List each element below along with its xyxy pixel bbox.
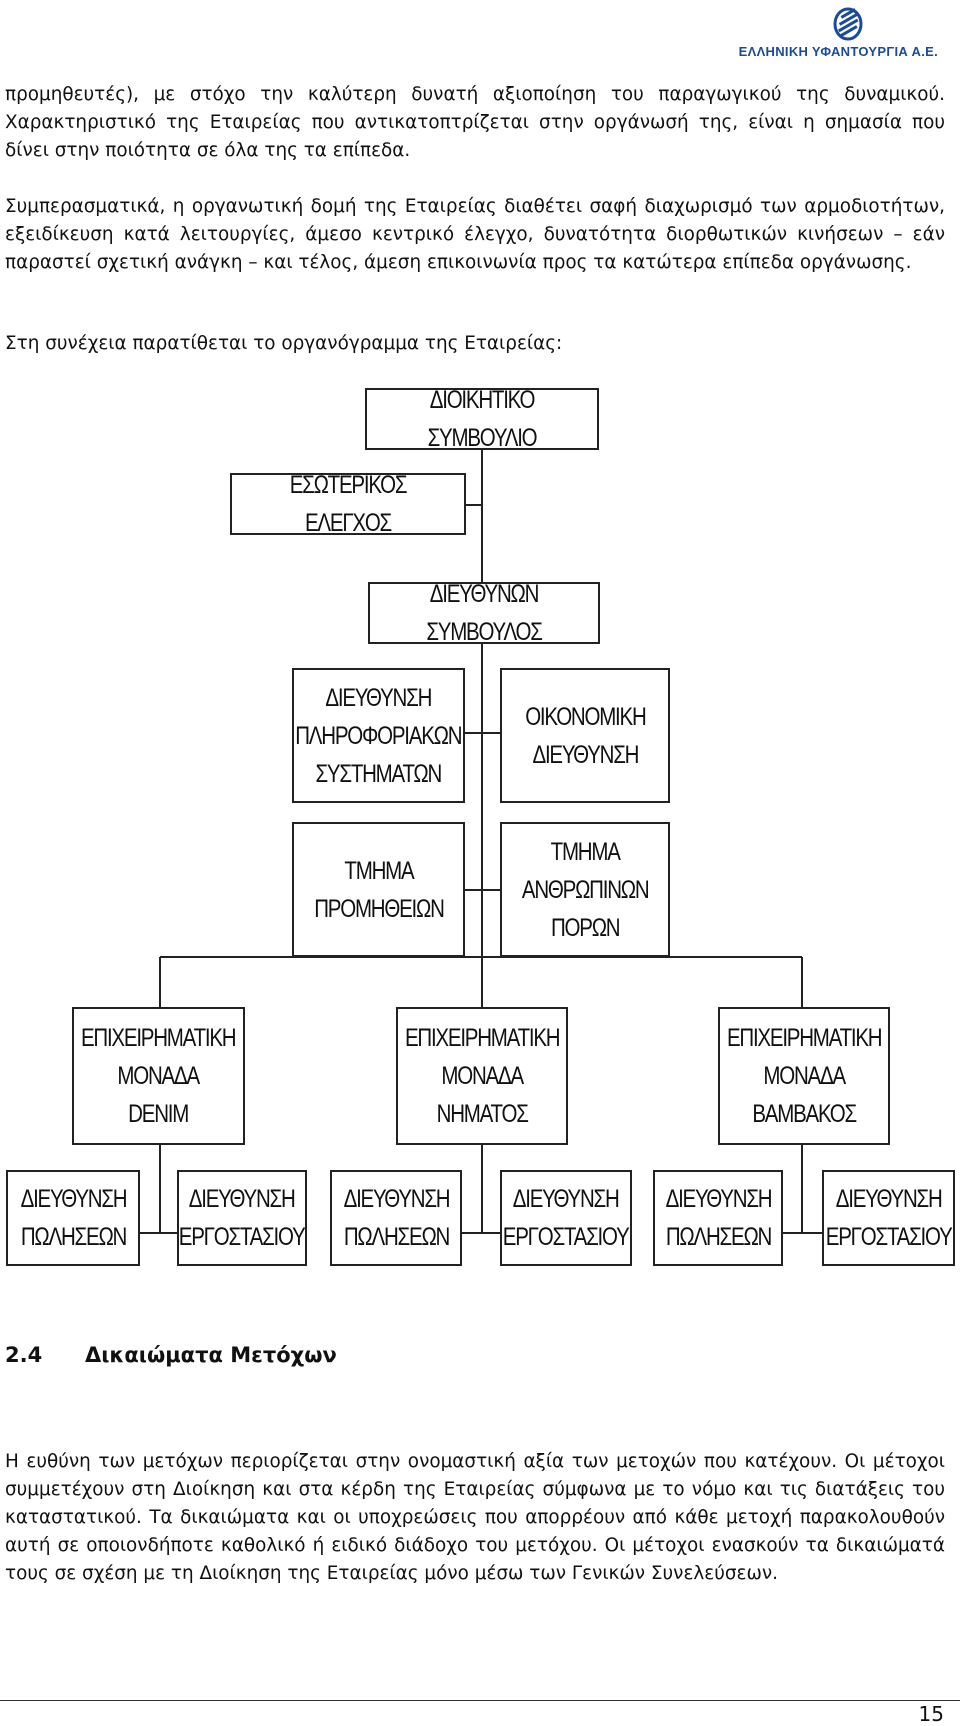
footer-divider xyxy=(0,1700,960,1701)
company-logo: ΕΛΛΗΝΙΚΗ ΥΦΑΝΤΟΥΡΓΙΑ Α.Ε. xyxy=(678,6,938,62)
paragraph-conclusion: Συμπερασματικά, η οργανωτική δομή της Ετ… xyxy=(5,196,945,273)
paragraph-intro: προμηθευτές), με στόχο την καλύτερη δυνα… xyxy=(5,84,945,161)
org-box-denim-factory: ΔΙΕΥΘΥΝΣΗ ΕΡΓΟΣΤΑΣΙΟΥ xyxy=(177,1170,307,1266)
org-box-denim-sales: ΔΙΕΥΘΥΝΣΗ ΠΩΛΗΣΕΩΝ xyxy=(6,1170,140,1266)
org-box-human-resources: ΤΜΗΜΑ ΑΝΘΡΩΠΙΝΩΝ ΠΟΡΩΝ xyxy=(500,822,670,957)
org-box-yarn-sales: ΔΙΕΥΘΥΝΣΗ ΠΩΛΗΣΕΩΝ xyxy=(330,1170,462,1266)
section-heading: 2.4 Δικαιώματα Μετόχων xyxy=(5,1343,337,1367)
paragraph-org-intro: Στη συνέχεια παρατίθεται το οργανόγραμμα… xyxy=(5,333,563,354)
org-chart-connectors xyxy=(140,450,822,1234)
org-box-board: ΔΙΟΙΚΗΤΙΚΟ ΣΥΜΒΟΥΛΙΟ xyxy=(365,386,599,452)
section-title: Δικαιώματα Μετόχων xyxy=(85,1343,337,1367)
org-box-procurement: ΤΜΗΜΑ ΠΡΟΜΗΘΕΙΩΝ xyxy=(292,822,465,957)
org-box-internal-audit: ΕΣΩΤΕΡΙΚΟΣ ΕΛΕΓΧΟΣ xyxy=(230,471,466,537)
org-box-yarn-factory: ΔΙΕΥΘΥΝΣΗ ΕΡΓΟΣΤΑΣΙΟΥ xyxy=(500,1170,632,1266)
paragraph-shareholder-rights: Η ευθύνη των μετόχων περιορίζεται στην ο… xyxy=(5,1451,945,1584)
org-box-unit-yarn: ΕΠΙΧΕΙΡΗΜΑΤΙΚΗ ΜΟΝΑΔΑ ΝΗΜΑΤΟΣ xyxy=(396,1007,568,1145)
org-box-ceo: ΔΙΕΥΘΥΝΩΝ ΣΥΜΒΟΥΛΟΣ xyxy=(368,580,600,646)
page-number: 15 xyxy=(918,1702,944,1726)
org-box-cotton-sales: ΔΙΕΥΘΥΝΣΗ ΠΩΛΗΣΕΩΝ xyxy=(653,1170,783,1266)
org-box-finance-department: ΟΙΚΟΝΟΜΙΚΗ ΔΙΕΥΘΥΝΣΗ xyxy=(500,668,670,803)
org-box-unit-cotton: ΕΠΙΧΕΙΡΗΜΑΤΙΚΗ ΜΟΝΑΔΑ ΒΑΜΒΑΚΟΣ xyxy=(718,1007,890,1145)
org-box-cotton-factory: ΔΙΕΥΘΥΝΣΗ ΕΡΓΟΣΤΑΣΙΟΥ xyxy=(822,1170,955,1266)
logo-mark-icon xyxy=(833,7,863,41)
company-name: ΕΛΛΗΝΙΚΗ ΥΦΑΝΤΟΥΡΓΙΑ Α.Ε. xyxy=(738,44,938,59)
org-box-it-department: ΔΙΕΥΘΥΝΣΗ ΠΛΗΡΟΦΟΡΙΑΚΩΝ ΣΥΣΤΗΜΑΤΩΝ xyxy=(292,668,465,803)
section-number: 2.4 xyxy=(5,1343,43,1367)
org-box-unit-denim: ΕΠΙΧΕΙΡΗΜΑΤΙΚΗ ΜΟΝΑΔΑ DENIM xyxy=(72,1007,245,1145)
